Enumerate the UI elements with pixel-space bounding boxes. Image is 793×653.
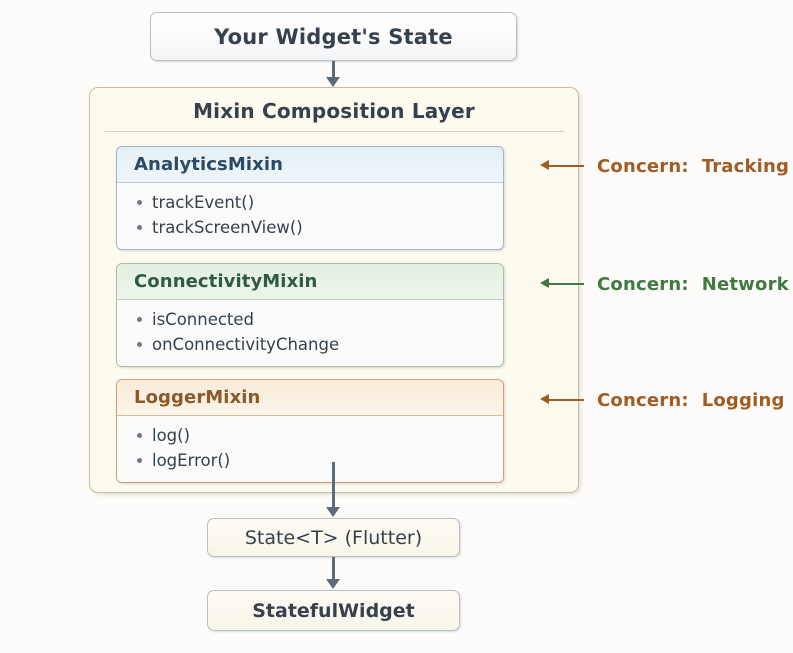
mixin-composition-panel: Mixin Composition Layer AnalyticsMixin t… (89, 87, 579, 493)
mixin-member-label: logError() (152, 450, 231, 470)
mixin-member: isConnected (133, 307, 503, 332)
mixin-members-logger: log() logError() (117, 416, 503, 482)
mixin-members-connectivity: isConnected onConnectivityChange (117, 300, 503, 366)
arrow-shaft (332, 557, 335, 580)
arrow-shaft (546, 283, 584, 285)
bullet-icon (137, 317, 142, 322)
mixin-member-label: trackEvent() (152, 192, 255, 212)
panel-divider (104, 131, 564, 132)
mixin-member: trackEvent() (133, 190, 503, 215)
mixin-card-analytics[interactable]: AnalyticsMixin trackEvent() trackScreenV… (116, 146, 504, 250)
panel-title: Mixin Composition Layer (193, 99, 475, 123)
arrow-shaft (546, 165, 584, 167)
mixin-member: logError() (133, 448, 503, 473)
mixin-title-connectivity: ConnectivityMixin (117, 264, 503, 300)
left-arrow-icon (540, 394, 584, 406)
mixin-card-logger[interactable]: LoggerMixin log() logError() (116, 379, 504, 483)
mixin-member-label: trackScreenView() (152, 217, 303, 237)
mixin-members-analytics: trackEvent() trackScreenView() (117, 183, 503, 249)
concern-label-network: Concern: Network (597, 273, 789, 295)
bullet-icon (137, 342, 142, 347)
arrow-panel-to-state (326, 462, 340, 518)
arrow-head (540, 160, 549, 171)
arrow-state-to-widget (326, 557, 340, 590)
concern-annotation-logging: Concern: Logging (540, 386, 785, 414)
arrow-head (326, 579, 340, 589)
left-arrow-icon (540, 278, 584, 290)
mixin-title-analytics: AnalyticsMixin (117, 147, 503, 183)
concern-label-tracking: Concern: Tracking (597, 155, 790, 177)
arrow-head (540, 278, 549, 289)
bullet-icon (137, 458, 142, 463)
arrow-shaft (332, 462, 335, 508)
mixin-title-logger: LoggerMixin (117, 380, 503, 416)
mixin-member: trackScreenView() (133, 215, 503, 240)
mixin-member-label: onConnectivityChange (152, 334, 340, 354)
mixin-member-label: isConnected (152, 309, 255, 329)
widget-state-box[interactable]: Your Widget's State (150, 12, 517, 61)
arrow-state-to-panel (326, 61, 340, 87)
state-flutter-box[interactable]: State<T> (Flutter) (207, 518, 460, 557)
bullet-icon (137, 433, 142, 438)
mixin-member-label: log() (152, 425, 191, 445)
bullet-icon (137, 200, 142, 205)
concern-annotation-network: Concern: Network (540, 270, 789, 298)
mixin-member: log() (133, 423, 503, 448)
arrow-shaft (546, 399, 584, 401)
left-arrow-icon (540, 160, 584, 172)
stateful-widget-box[interactable]: StatefulWidget (207, 590, 460, 631)
mixin-member: onConnectivityChange (133, 332, 503, 357)
arrow-head (326, 507, 340, 517)
arrow-head (326, 77, 340, 87)
concern-label-logging: Concern: Logging (597, 389, 785, 411)
arrow-shaft (332, 61, 335, 78)
mixin-card-connectivity[interactable]: ConnectivityMixin isConnected onConnecti… (116, 263, 504, 367)
bullet-icon (137, 225, 142, 230)
concern-annotation-tracking: Concern: Tracking (540, 152, 789, 180)
arrow-head (540, 394, 549, 405)
